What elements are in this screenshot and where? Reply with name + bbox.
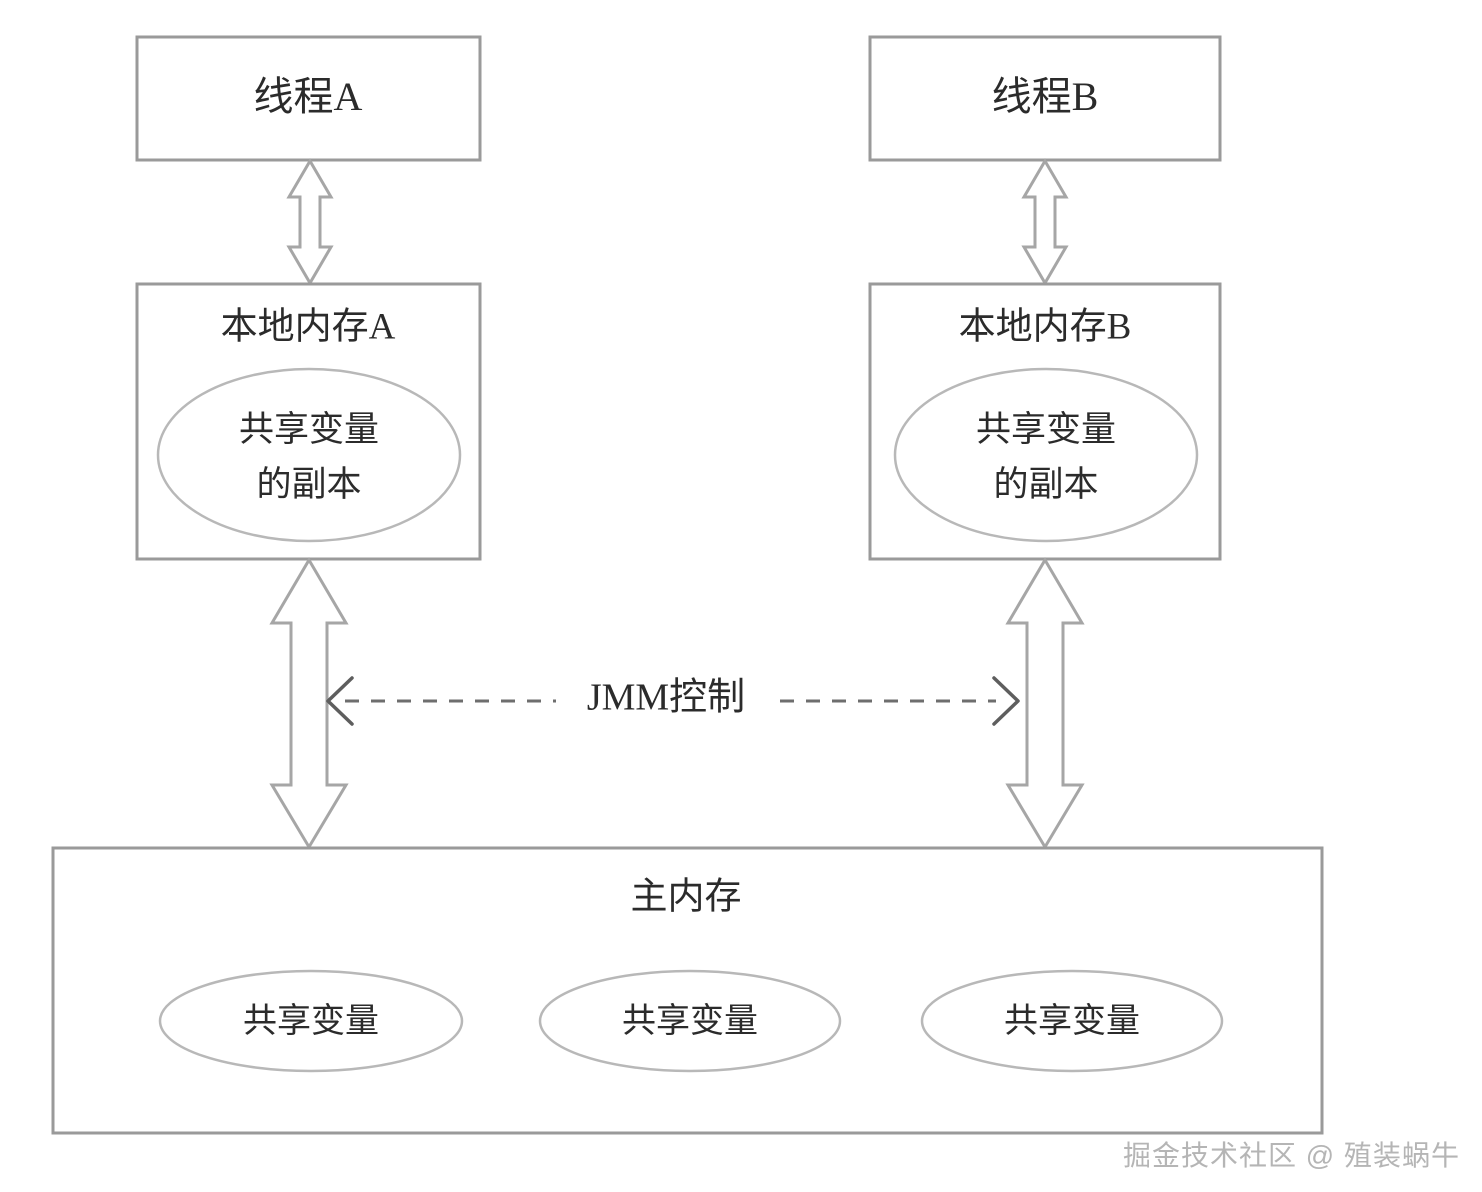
- shared-variable-3-ellipse: [920, 969, 1224, 1073]
- shared-variable-3: 共享变量: [920, 969, 1224, 1073]
- local-memory-a-variable-copy-line1: 共享变量: [239, 410, 379, 449]
- shared-variable-2-ellipse: [538, 969, 842, 1073]
- local-memory-a-variable-copy-line2: 的副本: [256, 465, 361, 504]
- local-memory-b-label: 本地内存B: [959, 305, 1132, 347]
- local-memory-b-box: 本地内存B 共享变量 的副本: [868, 282, 1222, 561]
- connector-thread-a-to-local-a-icon: [286, 158, 334, 286]
- jmm-control-label: JMM控制: [587, 677, 745, 719]
- local-memory-a-box: 本地内存A 共享变量 的副本: [135, 282, 482, 561]
- shared-variable-2-label: 共享变量: [622, 1002, 758, 1040]
- jmm-control-arrowhead-left-icon: [326, 676, 354, 726]
- local-memory-b-variable-copy-ellipse: [893, 367, 1199, 543]
- main-memory-label: 主内存: [631, 875, 742, 917]
- main-memory-box: 主内存 共享变量 共享变量 共享变量: [51, 846, 1324, 1135]
- connector-local-b-to-main-memory-icon: [1005, 557, 1085, 850]
- jmm-control-connector: JMM控制: [326, 676, 1020, 726]
- local-memory-a-label: 本地内存A: [221, 305, 396, 347]
- connector-thread-b-to-local-b-icon: [1021, 158, 1069, 286]
- shared-variable-1: 共享变量: [158, 969, 464, 1073]
- shared-variable-2: 共享变量: [538, 969, 842, 1073]
- thread-a-box-outline: [135, 35, 482, 162]
- thread-b-box-outline: [868, 35, 1222, 162]
- watermark-text: 掘金技术社区 @ 殖装蜗牛: [1123, 1140, 1460, 1171]
- connector-local-a-to-main-memory-icon: [269, 557, 349, 850]
- local-memory-a-variable-copy-ellipse: [156, 367, 462, 543]
- shared-variable-1-label: 共享变量: [243, 1002, 379, 1040]
- thread-a-box: 线程A: [135, 35, 482, 162]
- thread-b-box: 线程B: [868, 35, 1222, 162]
- shared-variable-3-label: 共享变量: [1004, 1002, 1140, 1040]
- local-memory-b-variable-copy-line1: 共享变量: [976, 410, 1116, 449]
- local-memory-b-variable-copy-line2: 的副本: [993, 465, 1098, 504]
- shared-variable-1-ellipse: [158, 969, 464, 1073]
- jmm-control-arrowhead-right-icon: [992, 676, 1020, 726]
- thread-a-label: 线程A: [254, 74, 363, 119]
- thread-b-label: 线程B: [992, 74, 1099, 119]
